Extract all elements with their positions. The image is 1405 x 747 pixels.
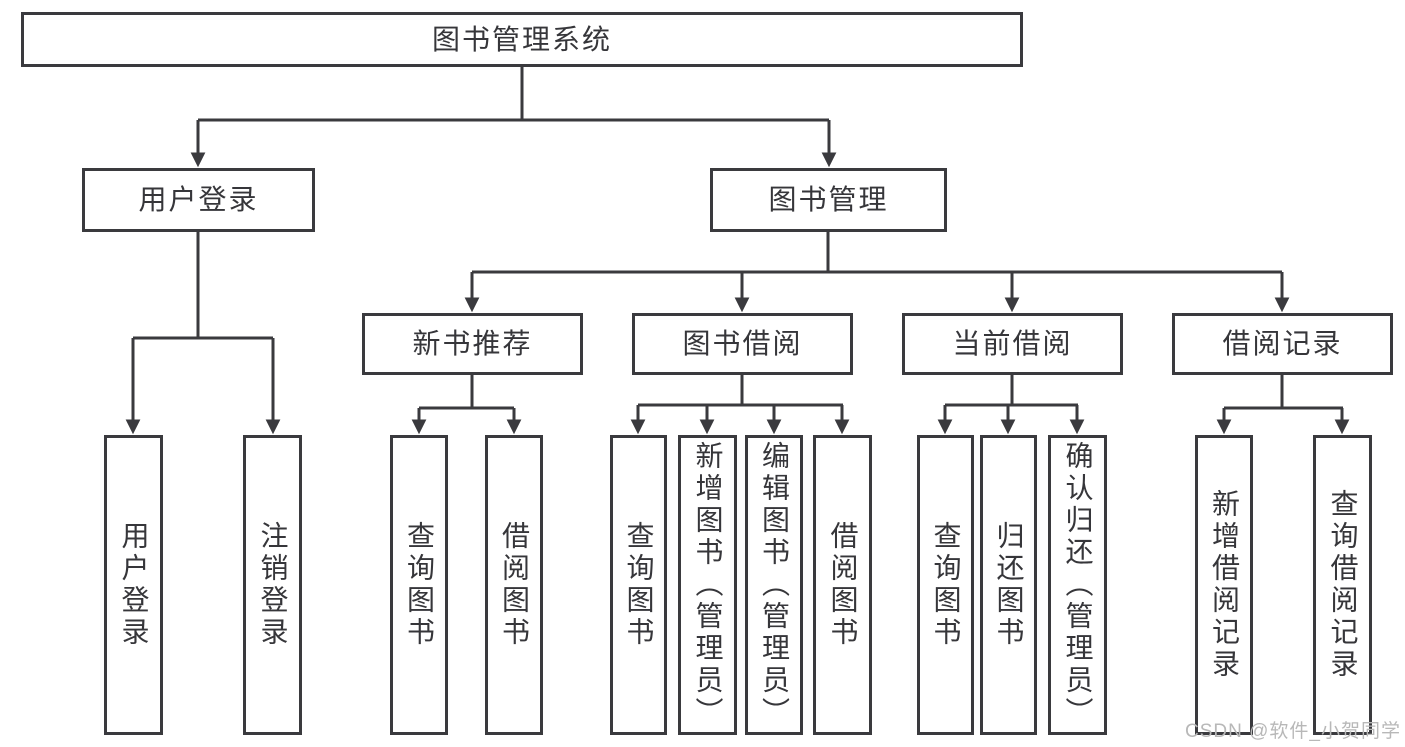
leaf-query-borrow-record-label: 查询借阅记录 bbox=[1327, 489, 1359, 681]
leaf-return-books-label: 归还图书 bbox=[993, 521, 1025, 649]
leaf-query-books-3: 查询图书 bbox=[917, 435, 974, 735]
node-borrow-records-label: 借阅记录 bbox=[1222, 328, 1343, 359]
arrowhead-connectors bbox=[125, 120, 1350, 435]
leaf-borrow-books-1: 借阅图书 bbox=[485, 435, 543, 735]
node-borrow-records: 借阅记录 bbox=[1172, 313, 1393, 375]
leaf-confirm-return-admin: 确认归还（管理员） bbox=[1048, 435, 1107, 735]
leaf-confirm-return-admin-label: 确认归还（管理员） bbox=[1062, 441, 1094, 729]
leaf-add-books-admin-label: 新增图书（管理员） bbox=[692, 441, 724, 729]
node-user-login-label: 用户登录 bbox=[138, 184, 259, 215]
node-user-login: 用户登录 bbox=[82, 168, 315, 232]
node-book-management: 图书管理 bbox=[710, 168, 947, 232]
leaf-logout-label: 注销登录 bbox=[257, 521, 289, 649]
leaf-edit-books-admin-label: 编辑图书（管理员） bbox=[759, 441, 790, 729]
leaf-query-borrow-record: 查询借阅记录 bbox=[1313, 435, 1372, 735]
leaf-user-login: 用户登录 bbox=[104, 435, 163, 735]
node-new-book-recommend: 新书推荐 bbox=[362, 313, 583, 375]
csdn-watermark: CSDN @软件_小贺同学 bbox=[1185, 721, 1401, 742]
leaf-query-books-1: 查询图书 bbox=[390, 435, 448, 735]
leaf-user-login-label: 用户登录 bbox=[118, 521, 150, 649]
leaf-edit-books-admin: 编辑图书（管理员） bbox=[745, 435, 803, 735]
node-new-book-recommend-label: 新书推荐 bbox=[412, 328, 533, 359]
leaf-return-books: 归还图书 bbox=[980, 435, 1037, 735]
node-book-management-label: 图书管理 bbox=[768, 184, 889, 215]
node-book-borrow: 图书借阅 bbox=[632, 313, 853, 375]
node-current-borrow-label: 当前借阅 bbox=[952, 328, 1073, 359]
node-current-borrow: 当前借阅 bbox=[902, 313, 1123, 375]
leaf-borrow-books-1-label: 借阅图书 bbox=[499, 521, 530, 649]
leaf-borrow-books-2-label: 借阅图书 bbox=[827, 521, 859, 649]
node-book-borrow-label: 图书借阅 bbox=[682, 328, 803, 359]
leaf-query-books-2: 查询图书 bbox=[610, 435, 667, 735]
node-library-system-label: 图书管理系统 bbox=[431, 23, 612, 55]
node-library-system: 图书管理系统 bbox=[21, 12, 1023, 67]
leaf-query-books-1-label: 查询图书 bbox=[404, 521, 435, 649]
leaf-add-borrow-record: 新增借阅记录 bbox=[1195, 435, 1253, 735]
tree-branch-lines bbox=[133, 67, 1343, 410]
leaf-add-borrow-record-label: 新增借阅记录 bbox=[1209, 489, 1240, 681]
leaf-borrow-books-2: 借阅图书 bbox=[813, 435, 872, 735]
leaf-query-books-2-label: 查询图书 bbox=[623, 521, 655, 649]
leaf-query-books-3-label: 查询图书 bbox=[930, 521, 962, 649]
leaf-logout: 注销登录 bbox=[243, 435, 302, 735]
leaf-add-books-admin: 新增图书（管理员） bbox=[678, 435, 737, 735]
